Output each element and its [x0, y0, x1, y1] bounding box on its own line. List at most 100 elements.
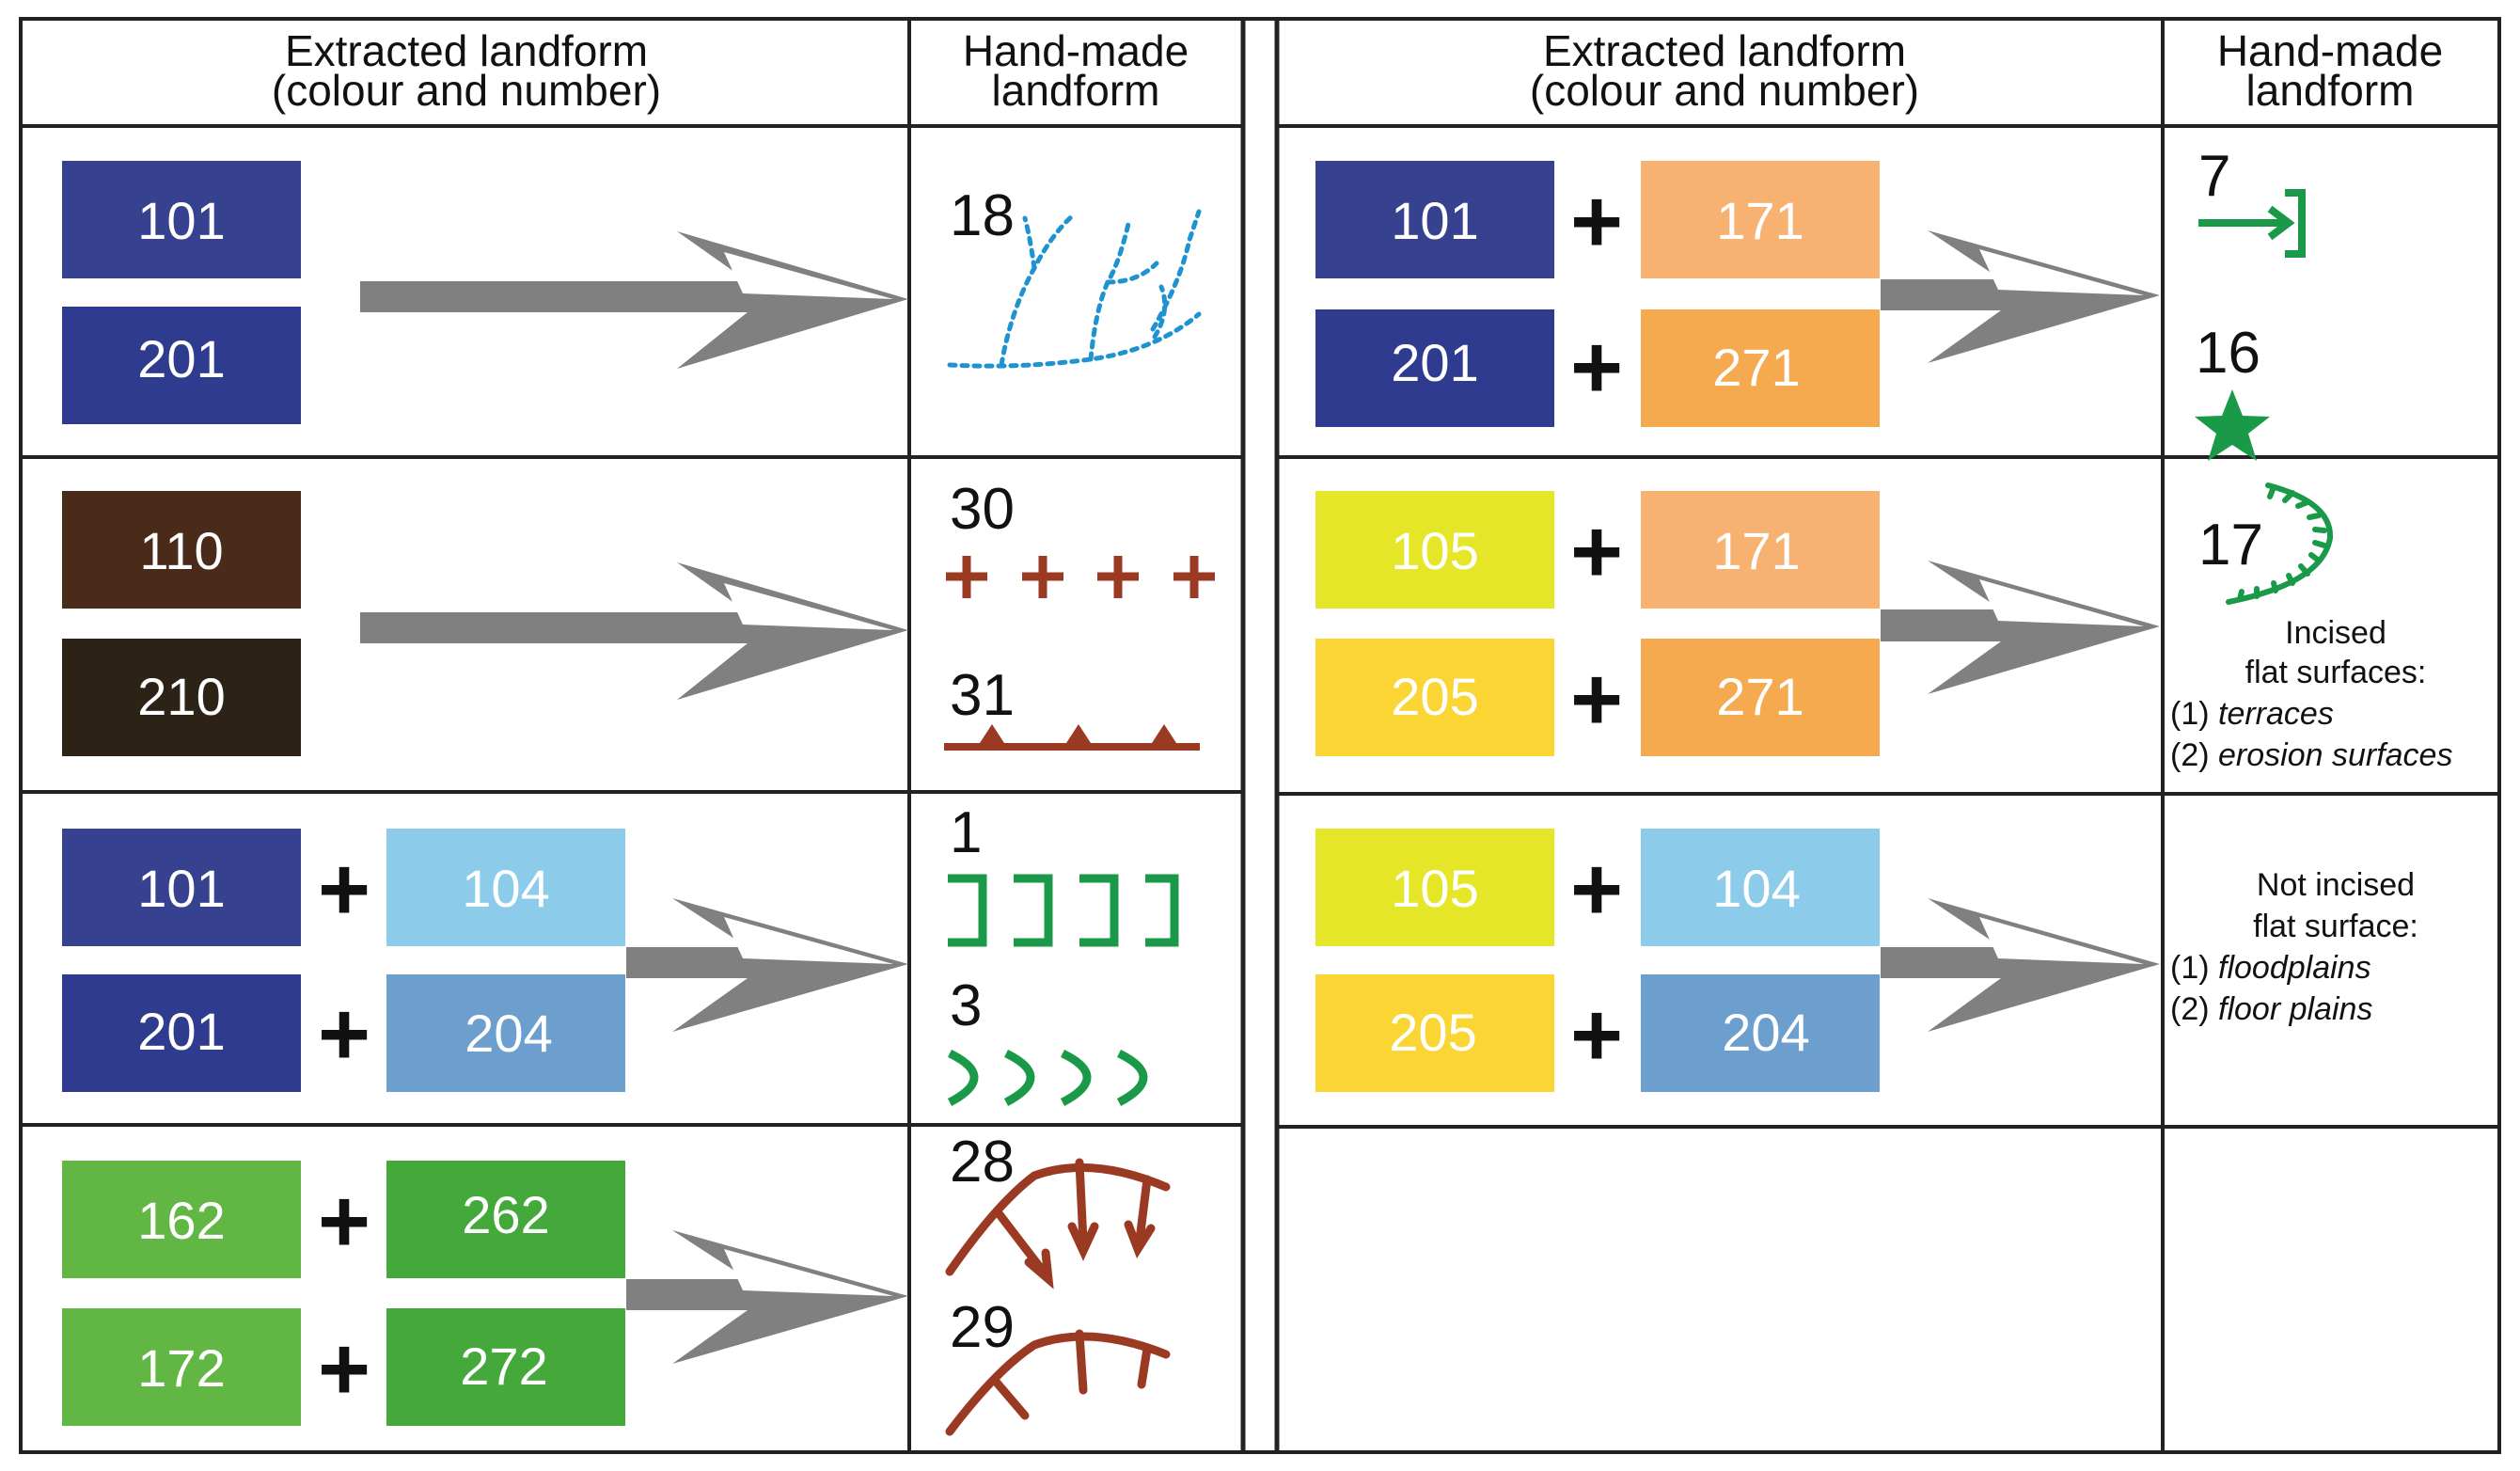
plus-sign: + [1570, 171, 1623, 272]
header-right: Extracted landform (colour and number) H… [1530, 26, 2443, 115]
swatch-label-101: 101 [1391, 191, 1478, 250]
swatch-label-101: 101 [137, 191, 225, 250]
arrow-right-icon [1881, 230, 2160, 363]
symbol-number-31: 31 [950, 663, 1015, 728]
swatch-110 [62, 491, 301, 609]
swatch-label-162: 162 [137, 1191, 225, 1250]
swatch-172 [62, 1308, 301, 1426]
arrow-head-highlight [1979, 917, 2144, 964]
plus-sign: + [318, 1319, 370, 1419]
swatch-171 [1641, 491, 1880, 609]
swatch-162 [62, 1161, 301, 1278]
swatch-label-171: 171 [1716, 191, 1803, 250]
swatch-label-204: 204 [465, 1004, 552, 1063]
swatch-272 [386, 1308, 625, 1426]
symbol-number-30: 30 [950, 477, 1015, 542]
swatch-label-201: 201 [1391, 333, 1478, 392]
swatch-label-104: 104 [462, 859, 549, 918]
arrow-head-highlight [1979, 249, 2144, 295]
symbol-number-3: 3 [950, 973, 982, 1038]
symbol-number-16: 16 [2196, 321, 2260, 386]
arrow-right-icon [1881, 561, 2160, 694]
swatch-label-262: 262 [462, 1185, 549, 1244]
arrow-head-highlight [1979, 579, 2144, 626]
swatch-101 [62, 829, 301, 946]
right-row-1: 101 + 171 201 + 271 7 16 [1315, 144, 2306, 461]
note-item-1-text: floodplains [2218, 950, 2371, 986]
swatch-104 [386, 829, 625, 946]
header-extracted-line1-right: Extracted landform [1543, 26, 1906, 75]
arrow-right-icon [626, 898, 908, 1032]
triangle-line-icon [944, 724, 1200, 751]
plus-sign: + [318, 839, 370, 940]
symbol-number-29: 29 [950, 1295, 1015, 1360]
symbol-number-7: 7 [2198, 144, 2230, 209]
swatch-label-105: 105 [1391, 521, 1478, 580]
swatch-171 [1641, 161, 1880, 278]
swatch-271 [1641, 639, 1880, 756]
note-item-1-text: terraces [2218, 696, 2334, 732]
swatch-105 [1315, 829, 1554, 946]
arrow-head-highlight [724, 917, 893, 964]
plus-sign: + [1570, 839, 1623, 940]
note-not-incised-line1: Not incised [2257, 867, 2415, 903]
swatch-label-172: 172 [137, 1338, 225, 1398]
note-incised-line1: Incised [2285, 615, 2386, 651]
note-item-2-text: erosion surfaces [2218, 737, 2452, 773]
note-not-incised-item-2: (2) floor plains [2170, 991, 2372, 1027]
bracket-line-icon [948, 874, 1179, 947]
star-icon [2195, 389, 2270, 461]
symbol-number-1: 1 [950, 800, 982, 865]
header-extracted-line2-right: (colour and number) [1530, 66, 1919, 115]
note-incised-item-2: (2) erosion surfaces [2170, 737, 2452, 773]
outer-border [19, 17, 2501, 1454]
header-extracted-line1: Extracted landform [285, 26, 648, 75]
plus-sign: + [318, 1171, 370, 1272]
swatch-271 [1641, 309, 1880, 427]
swatch-201 [62, 307, 301, 424]
symbol-number-28: 28 [950, 1130, 1015, 1194]
left-row-3: 101 + 104 201 + 204 1 3 [62, 800, 1179, 1106]
arrow-head-highlight [724, 252, 893, 299]
swatch-label-201: 201 [137, 329, 225, 388]
plus-sign: + [1570, 649, 1623, 750]
drainage-network-icon [947, 209, 1202, 369]
arrow-head-highlight [724, 583, 893, 630]
swatch-label-271: 271 [1712, 338, 1800, 397]
note-item-1-marker: (1) [2170, 950, 2218, 986]
left-row-4: 162 + 262 172 + 272 28 29 [62, 1130, 1171, 1436]
swatch-label-205: 205 [1389, 1003, 1476, 1062]
arrow-right-icon [360, 231, 908, 369]
arrow-right-icon [626, 1230, 908, 1364]
note-not-incised-item-1: (1) floodplains [2170, 950, 2371, 986]
swatch-label-210: 210 [137, 667, 225, 726]
table-frame [19, 17, 2501, 1454]
left-row-1: 101 201 18 [62, 161, 1202, 424]
swatch-label-101: 101 [137, 859, 225, 918]
arrow-right-icon [360, 562, 908, 700]
arrow-right-icon [1881, 898, 2160, 1032]
swatch-101 [62, 161, 301, 278]
right-row-3: 105 + 104 205 + 204 Not incised flat sur… [1315, 829, 2418, 1092]
header-handmade-line1-right: Hand-made [2217, 26, 2443, 75]
note-incised-line2: flat surfaces: [2245, 655, 2427, 690]
header-left: Extracted landform (colour and number) H… [272, 26, 1189, 115]
symbol-number-17: 17 [2198, 513, 2263, 577]
plus-sign: + [1570, 985, 1623, 1085]
header-extracted-line2: (colour and number) [272, 66, 661, 115]
swatch-label-204: 204 [1722, 1003, 1809, 1062]
header-handmade-line2: landform [992, 66, 1160, 115]
header-handmade-line2-right: landform [2246, 66, 2415, 115]
swatch-label-110: 110 [139, 521, 223, 580]
left-row-2: 110 210 30 31 [62, 477, 1215, 756]
swatch-105 [1315, 491, 1554, 609]
note-not-incised-line2: flat surface: [2253, 909, 2418, 944]
cross-line-icon [946, 556, 1215, 598]
swatch-label-271: 271 [1716, 667, 1803, 726]
swatch-201 [1315, 309, 1554, 427]
note-item-2-text: floor plains [2218, 991, 2372, 1027]
swatch-204 [386, 974, 625, 1092]
swatch-104 [1641, 829, 1880, 946]
